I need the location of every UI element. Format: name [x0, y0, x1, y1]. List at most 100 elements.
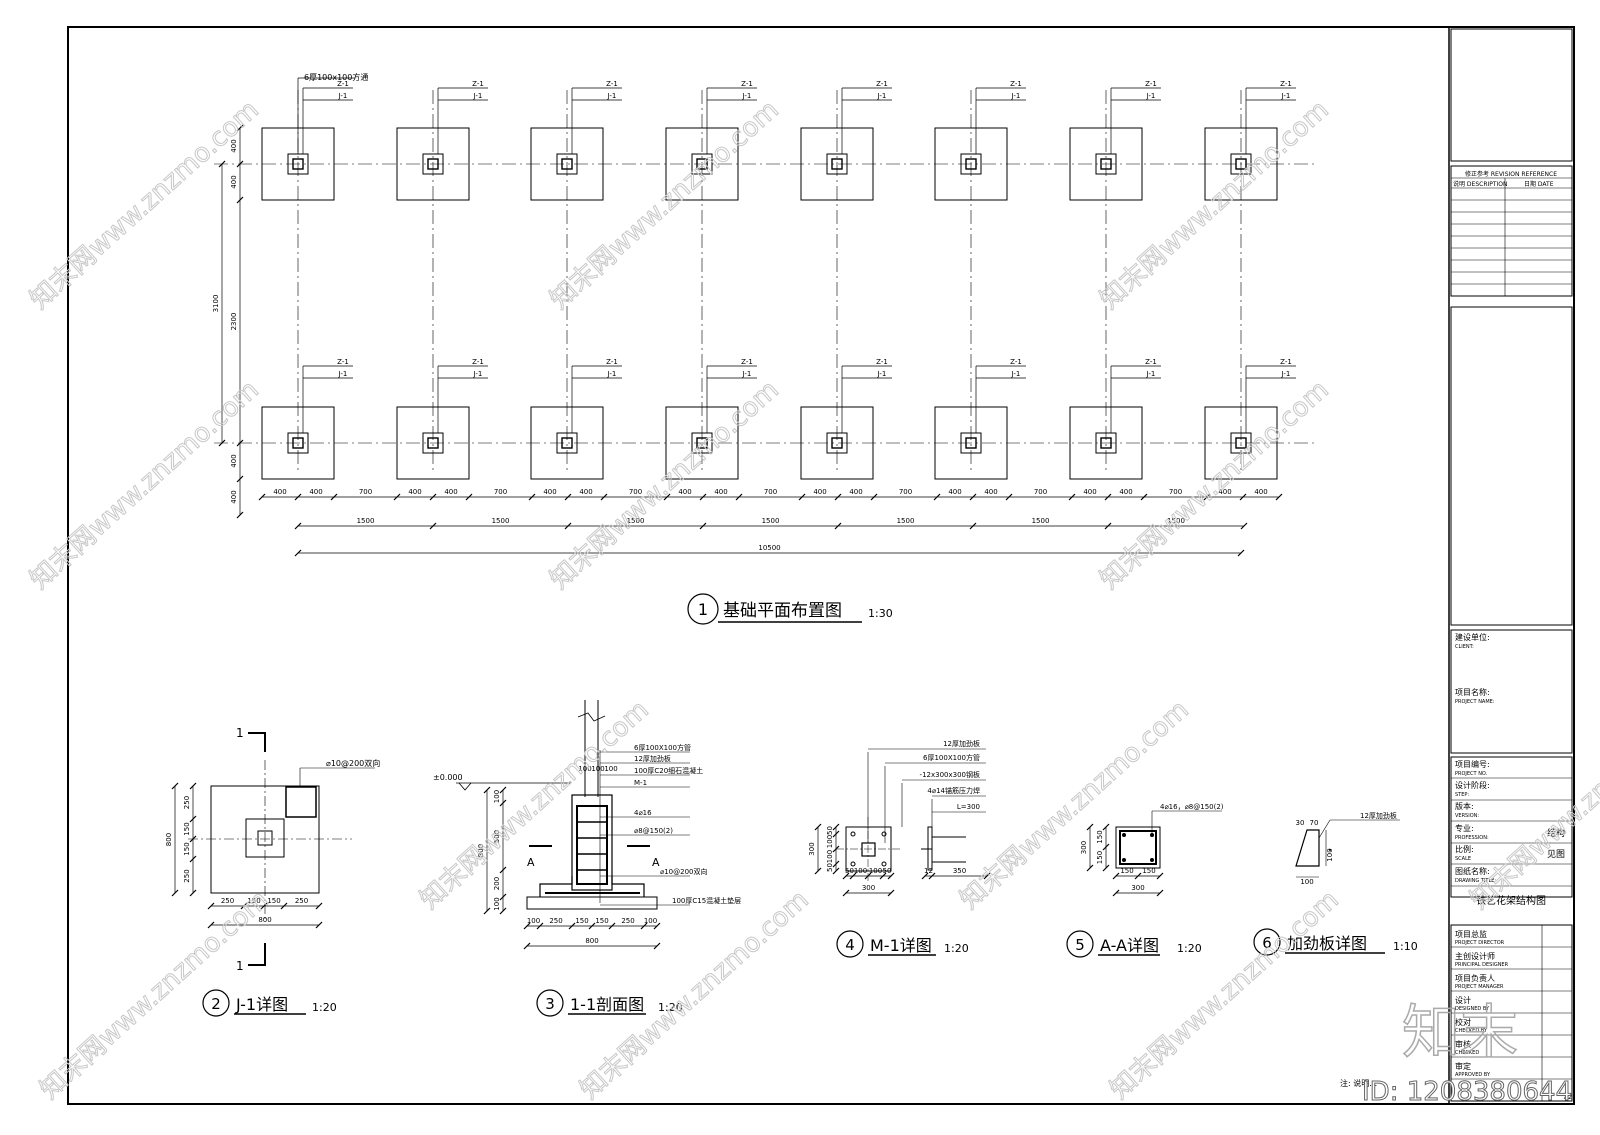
plan-dim-unit-text: 400	[1083, 488, 1096, 496]
plan-dim-span-text: 1500	[492, 517, 510, 525]
aa-dim-h-text: 150	[1120, 867, 1133, 875]
plan-dim-span-tick	[294, 522, 302, 530]
s11-label-num: 3	[545, 995, 555, 1013]
plan-label-num: 1	[698, 600, 708, 619]
aa-label-num: 5	[1075, 936, 1085, 954]
j1-dim-htotal-text: 800	[258, 916, 271, 924]
tb-step-cn: 设计阶段:	[1455, 780, 1490, 790]
s11-note: 100厚C15混凝土垫层	[672, 896, 741, 905]
pedestal	[960, 153, 982, 175]
tag-z: Z-1	[1280, 80, 1292, 88]
aa-dim-v-text: 150	[1096, 851, 1104, 864]
tb-step-en: STEP:	[1455, 792, 1469, 798]
tag-z: Z-1	[1145, 80, 1157, 88]
tb-rev-header: 修正参考 REVISION REFERENCE	[1465, 170, 1557, 178]
aa-bar-4	[1150, 858, 1154, 862]
plan-dim-unit-tick	[1140, 493, 1148, 501]
plan-dim-unit-tick	[1104, 493, 1112, 501]
plan-dim-unit-tick	[393, 493, 401, 501]
pedestal	[287, 432, 309, 454]
j1-label-scale: 1:20	[312, 1001, 337, 1014]
aa-label-title: A-A详图	[1100, 936, 1159, 955]
pedestal	[826, 153, 848, 175]
tag-j: J-1	[473, 92, 483, 100]
j1-dim-v-text: 150	[183, 842, 191, 855]
footing	[530, 127, 604, 201]
m1-dim-v-tick	[832, 830, 840, 838]
plan-dim-span-text: 1500	[897, 517, 915, 525]
j1-dim-h-text: 150	[267, 897, 280, 905]
plan-dim-span-text: 1500	[1032, 517, 1050, 525]
tb-drawing-en: DRAWING TITLE:	[1455, 878, 1496, 884]
aa-dim-vtotal-tick	[1086, 823, 1094, 831]
m1-label: 4 M-1详图 1:20	[836, 930, 969, 958]
tb-client-en: CLIENT:	[1455, 644, 1474, 650]
aa-dim-h-tick	[1134, 872, 1142, 880]
s11-dim-h-tick	[536, 922, 544, 930]
pedestal	[422, 432, 444, 454]
plan-dim-unit-text: 400	[813, 488, 826, 496]
plan-dim-unit-text: 400	[273, 488, 286, 496]
m1-dim-side-tick	[983, 872, 991, 880]
s11-elev: ±0.000	[433, 773, 463, 782]
m1-dim-vtotal-text: 300	[808, 842, 816, 855]
j1-dim-h-tick	[315, 902, 323, 910]
plan-dim-unit-tick	[1005, 493, 1013, 501]
footing	[396, 406, 470, 480]
plan-dim-y-text: 400	[230, 175, 238, 188]
column	[831, 437, 843, 449]
s11-top-dim: 100	[578, 765, 591, 773]
plan-dim-y-tick	[236, 511, 244, 519]
aa-dim-v-tick	[1102, 823, 1110, 831]
plan-dim-unit-tick	[969, 493, 977, 501]
plan-dim-unit-tick	[564, 493, 572, 501]
plan-dim-span-text: 1500	[357, 517, 375, 525]
tb-prof-cn: 专业:	[1455, 823, 1474, 833]
tag-z: Z-1	[337, 358, 349, 366]
s11-top-dim: 100	[591, 765, 604, 773]
s11-dim-htotal-tick	[653, 942, 661, 950]
j1-dim-v-tick	[189, 815, 197, 823]
j1-label: 2 J-1详图 1:20	[202, 989, 337, 1017]
m1-dim-h-tick	[842, 872, 850, 880]
s11-dim-h-tick	[523, 922, 531, 930]
footing	[261, 406, 335, 480]
plate-shape	[1295, 829, 1320, 867]
tag-j: J-1	[1146, 370, 1156, 378]
s11-dim-v-text: 100	[493, 790, 501, 803]
s11-dim-h-text: 250	[549, 917, 562, 925]
tag-j: J-1	[877, 370, 887, 378]
tb-role-cn: 主创设计师	[1455, 951, 1495, 961]
tb-prof-en: PROFESSION:	[1455, 835, 1489, 841]
pedestal	[556, 153, 578, 175]
plan-dim-unit-tick	[699, 493, 707, 501]
pedestal	[960, 432, 982, 454]
tag-j: J-1	[1281, 92, 1291, 100]
tag-z: Z-1	[1145, 358, 1157, 366]
s11-dim-h-tick	[568, 922, 576, 930]
plate-label-title: 加劲板详图	[1287, 934, 1367, 953]
plan-dim-unit-text: 700	[764, 488, 777, 496]
m1-dim-vtotal-tick	[814, 823, 822, 831]
m1-dim-side-tick	[921, 872, 929, 880]
m1-dim-h-text: 100	[869, 867, 882, 875]
s11-label: 3 1-1剖面图 1:20	[536, 989, 683, 1017]
s11-dim-h-tick	[653, 922, 661, 930]
m1-note: -12x300x300钢板	[920, 770, 980, 779]
aa-bar-3	[1122, 858, 1126, 862]
j1-section-top-num: 1	[236, 726, 244, 740]
s11-note: 12厚加劲板	[634, 754, 671, 763]
plan-dim-span-tick	[699, 522, 707, 530]
s11-pedestal	[571, 794, 613, 891]
m1-anchor-1	[850, 831, 856, 837]
aa-dim-h-text: 150	[1142, 867, 1155, 875]
m1-label-circle	[836, 930, 864, 958]
tb-info-box	[1450, 756, 1573, 898]
footing	[1204, 406, 1278, 480]
j1-label-title: J-1详图	[235, 995, 288, 1014]
plan-dim-span-tick	[834, 522, 842, 530]
plan-dim-unit-tick	[870, 493, 878, 501]
plan-dim-y-tick	[236, 124, 244, 132]
